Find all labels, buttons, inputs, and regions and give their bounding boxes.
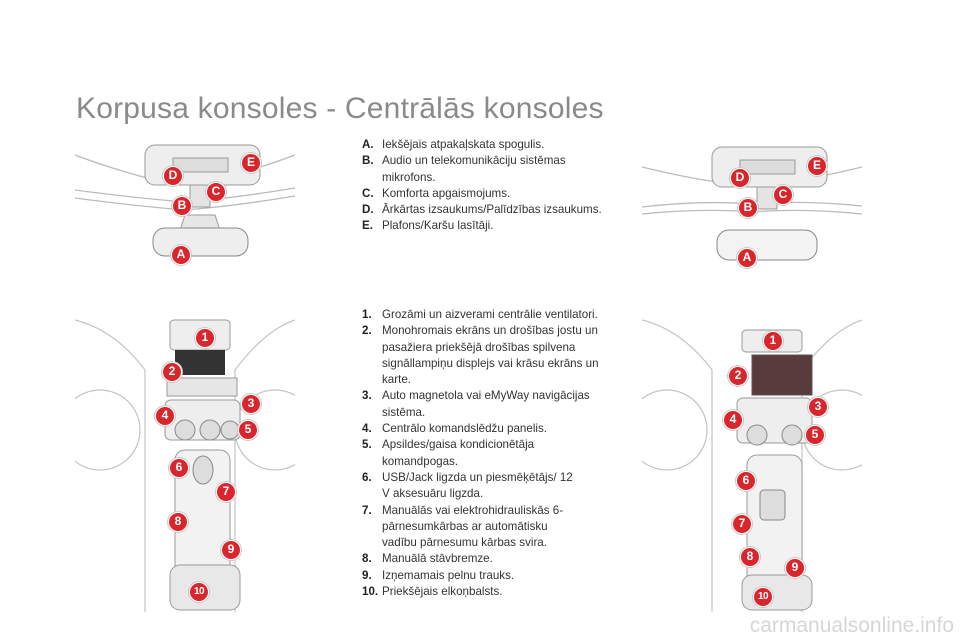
badge-7-left: 7 [216,482,236,502]
legend-text: Komforta apgaismojums. [382,186,511,200]
badge-10-left: 10 [189,582,209,602]
badge-c-right: C [773,185,793,205]
legend-key: B. [362,154,374,168]
legend-key: 6. [362,470,372,484]
badge-2-left: 2 [162,362,182,382]
legend-item: 3. Auto magnetola vai eMyWay navigācijas … [362,388,622,421]
badge-6-left: 6 [169,458,189,478]
badge-1-left: 1 [195,328,215,348]
badge-a-left: A [171,245,191,265]
badge-8-right: 8 [740,547,760,567]
legend-text: Centrālo komandslēdžu panelis. [382,422,547,436]
legend-text: USB/Jack ligzda un piesmēķētājs/ 12 V ak… [382,470,573,501]
legend-key: 5. [362,438,372,452]
legend-key: D. [362,203,374,217]
badge-e-right: E [807,156,827,176]
legend-text: Priekšējais elkoņbalsts. [382,585,503,599]
legend-key: 7. [362,503,372,517]
legend-item: 6. USB/Jack ligzda un piesmēķētājs/ 12 V … [362,470,622,503]
legend-bottom: 1. Grozāmi un aizverami centrālie ventila… [362,307,622,600]
legend-key: C. [362,186,374,200]
badge-5-right: 5 [805,425,825,445]
badge-10-right: 10 [753,587,773,607]
badge-d-left: D [163,166,183,186]
page-title: Korpusa konsoles - Centrālās konsoles [76,92,604,125]
mirror-illustration-right [642,146,862,261]
legend-item: B. Audio un telekomunikāciju sistēmas mik… [362,153,627,186]
legend-item: E. Plafons/Karšu lasītāji. [362,218,627,234]
badge-9-left: 9 [221,540,241,560]
legend-text: Auto magnetola vai eMyWay navigācijas si… [382,389,590,419]
badge-b-left: B [172,196,192,216]
badge-b-right: B [738,198,758,218]
legend-text: Audio un telekomunikāciju sistēmas mikro… [382,154,566,184]
legend-item: A. Iekšējais atpakaļskata spogulis. [362,137,627,153]
legend-item: C. Komforta apgaismojums. [362,186,627,202]
legend-key: 4. [362,422,372,436]
legend-item: 7. Manuālās vai elektrohidrauliskās 6-pār… [362,503,622,552]
badge-6-right: 6 [736,471,756,491]
legend-item: 2. Monohromais ekrāns un drošības jostu u… [362,323,622,388]
badge-7-right: 7 [732,514,752,534]
badge-1-right: 1 [763,331,783,351]
badge-4-left: 4 [155,406,175,426]
legend-text: Monohromais ekrāns un drošības jostu un … [382,324,599,387]
legend-key: A. [362,138,374,151]
badge-3-left: 3 [241,394,261,414]
legend-key: 1. [362,308,372,321]
badge-3-right: 3 [808,397,828,417]
legend-key: E. [362,219,373,233]
legend-text: Manuālās vai elektrohidrauliskās 6-pārne… [382,503,564,550]
badge-8-left: 8 [168,512,188,532]
legend-key: 8. [362,552,372,566]
legend-top: A. Iekšējais atpakaļskata spogulis. B. Aud… [362,137,627,235]
legend-item: 1. Grozāmi un aizverami centrālie ventila… [362,307,622,323]
legend-item: D. Ārkārtas izsaukums/Palīdzības izsaukum… [362,202,627,218]
legend-text: Manuālā stāvbremze. [382,552,493,566]
legend-item: 4. Centrālo komandslēdžu panelis. [362,421,622,437]
badge-e-left: E [241,153,261,173]
legend-text: Grozāmi un aizverami centrālie ventilato… [382,308,598,321]
badge-2-right: 2 [728,366,748,386]
badge-4-right: 4 [723,410,743,430]
legend-key: 2. [362,324,372,338]
badge-9-right: 9 [785,558,805,578]
legend-key: 9. [362,568,372,582]
badge-c-left: C [206,182,226,202]
legend-text: Ārkārtas izsaukums/Palīdzības izsaukums. [382,203,602,217]
legend-text: Apsildes/gaisa kondicionētāja komandpoga… [382,438,535,468]
badge-a-right: A [737,248,757,268]
watermark: carmanualsonline.info [749,614,954,637]
legend-item: 9. Izņemamais pelnu trauks. [362,568,622,584]
badge-d-right: D [730,168,750,188]
legend-key: 3. [362,389,372,403]
legend-text: Plafons/Karšu lasītāji. [382,219,494,233]
legend-text: Iekšējais atpakaļskata spogulis. [382,138,545,151]
legend-item: 8. Manuālā stāvbremze. [362,551,622,567]
legend-item: 10.Priekšējais elkoņbalsts. [362,584,622,600]
legend-text: Izņemamais pelnu trauks. [382,568,515,582]
legend-item: 5. Apsildes/gaisa kondicionētāja komandpo… [362,437,622,470]
legend-key: 10. [362,585,379,599]
badge-5-left: 5 [238,420,258,440]
